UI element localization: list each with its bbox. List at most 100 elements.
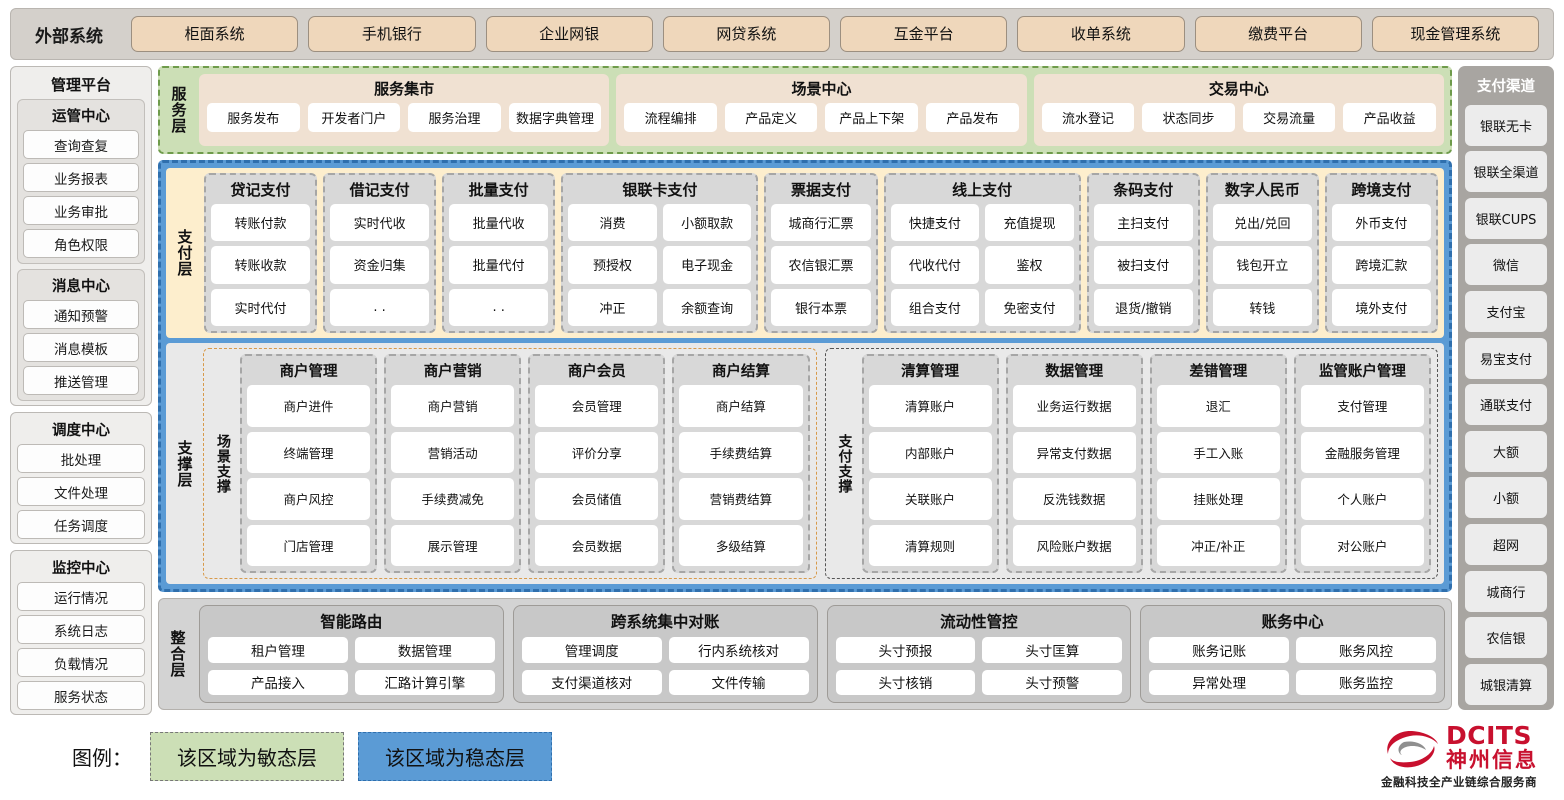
payment-item[interactable]: 实时代付 [211, 288, 311, 326]
payment-item[interactable]: 被扫支付 [1093, 246, 1193, 284]
external-system-chip[interactable]: 手机银行 [308, 16, 476, 52]
integration-item[interactable]: 行内系统核对 [668, 637, 809, 663]
payment-item[interactable]: 主扫支付 [1093, 204, 1193, 242]
service-item[interactable]: 产品上下架 [825, 103, 919, 132]
payment-channel-item[interactable]: 城商行 [1465, 570, 1547, 612]
integration-item[interactable]: 文件传输 [668, 669, 809, 695]
payment-channel-item[interactable]: 超网 [1465, 523, 1547, 566]
payment-item[interactable]: 农信银汇票 [771, 246, 871, 284]
payment-channel-item[interactable]: 城银清算 [1465, 663, 1547, 705]
support-item[interactable]: 对公账户 [1300, 524, 1424, 566]
support-item[interactable]: 会员数据 [535, 524, 659, 566]
integration-item[interactable]: 汇路计算引擎 [354, 669, 495, 695]
management-item[interactable]: 推送管理 [23, 366, 139, 395]
support-item[interactable]: 手续费结算 [679, 431, 803, 473]
management-item[interactable]: 运行情况 [17, 582, 145, 611]
payment-item[interactable]: 外币支付 [1331, 204, 1431, 242]
service-item[interactable]: 服务发布 [207, 103, 300, 132]
service-item[interactable]: 状态同步 [1142, 103, 1235, 132]
integration-item[interactable]: 头寸预警 [982, 669, 1123, 695]
payment-item[interactable]: . . [330, 288, 430, 326]
external-system-chip[interactable]: 柜面系统 [131, 16, 299, 52]
support-item[interactable]: 商户结算 [679, 385, 803, 427]
payment-item[interactable]: 充值提现 [985, 204, 1074, 242]
support-item[interactable]: 多级结算 [679, 524, 803, 566]
support-item[interactable]: 个人账户 [1300, 478, 1424, 520]
service-item[interactable]: 产品发布 [926, 103, 1019, 132]
support-item[interactable]: 金融服务管理 [1300, 431, 1424, 473]
integration-item[interactable]: 账务记账 [1149, 637, 1290, 663]
service-item[interactable]: 服务治理 [408, 103, 501, 132]
service-item[interactable]: 开发者门户 [307, 103, 401, 132]
support-item[interactable]: 手续费减免 [391, 478, 515, 520]
payment-item[interactable]: 余额查询 [662, 288, 752, 326]
management-item[interactable]: 查询查复 [23, 130, 139, 159]
management-item[interactable]: 通知预警 [23, 300, 139, 329]
support-item[interactable]: 门店管理 [247, 524, 371, 566]
payment-item[interactable]: 批量代付 [449, 246, 549, 284]
service-item[interactable]: 产品定义 [724, 103, 818, 132]
external-system-chip[interactable]: 网贷系统 [662, 16, 830, 52]
support-item[interactable]: 展示管理 [391, 524, 515, 566]
payment-item[interactable]: 快捷支付 [890, 204, 980, 242]
service-item[interactable]: 流水登记 [1041, 103, 1135, 132]
service-item[interactable]: 流程编排 [624, 103, 717, 132]
service-item[interactable]: 数据字典管理 [508, 103, 602, 132]
integration-item[interactable]: 异常处理 [1149, 669, 1290, 695]
payment-channel-item[interactable]: 银联CUPS [1465, 197, 1547, 239]
payment-item[interactable]: 组合支付 [890, 288, 980, 326]
payment-item[interactable]: 境外支付 [1331, 288, 1431, 326]
payment-channel-item[interactable]: 微信 [1465, 244, 1547, 286]
support-item[interactable]: 冲正/补正 [1156, 524, 1280, 566]
service-item[interactable]: 交易流量 [1242, 103, 1336, 132]
payment-item[interactable]: 免密支付 [985, 288, 1074, 326]
support-item[interactable]: 商户进件 [247, 385, 371, 427]
support-item[interactable]: 商户风控 [247, 478, 371, 520]
support-item[interactable]: 终端管理 [247, 431, 371, 473]
payment-item[interactable]: . . [449, 288, 549, 326]
integration-item[interactable]: 租户管理 [208, 637, 348, 663]
payment-item[interactable]: 实时代收 [330, 204, 430, 242]
support-item[interactable]: 会员管理 [535, 385, 659, 427]
integration-item[interactable]: 支付渠道核对 [521, 669, 662, 695]
support-item[interactable]: 挂账处理 [1156, 478, 1280, 520]
payment-channel-item[interactable]: 银联全渠道 [1465, 151, 1547, 193]
payment-item[interactable]: 消费 [568, 204, 657, 242]
payment-channel-item[interactable]: 支付宝 [1465, 290, 1547, 333]
payment-item[interactable]: 预授权 [568, 246, 657, 284]
integration-item[interactable]: 账务风控 [1296, 637, 1436, 663]
payment-item[interactable]: 转账付款 [211, 204, 311, 242]
support-item[interactable]: 清算账户 [868, 385, 992, 427]
payment-item[interactable]: 鉴权 [985, 246, 1074, 284]
support-item[interactable]: 异常支付数据 [1012, 431, 1136, 473]
management-item[interactable]: 文件处理 [17, 477, 145, 506]
external-system-chip[interactable]: 收单系统 [1017, 16, 1185, 52]
payment-item[interactable]: 批量代收 [449, 204, 549, 242]
support-item[interactable]: 关联账户 [868, 478, 992, 520]
payment-item[interactable]: 小额取款 [662, 204, 752, 242]
payment-item[interactable]: 转账收款 [211, 246, 311, 284]
payment-channel-item[interactable]: 小额 [1465, 477, 1547, 519]
management-item[interactable]: 任务调度 [17, 510, 145, 539]
integration-item[interactable]: 数据管理 [354, 637, 495, 663]
payment-item[interactable]: 跨境汇款 [1331, 246, 1431, 284]
management-item[interactable]: 服务状态 [17, 681, 145, 710]
support-item[interactable]: 反洗钱数据 [1012, 478, 1136, 520]
payment-item[interactable]: 资金归集 [330, 246, 430, 284]
payment-item[interactable]: 钱包开立 [1212, 246, 1312, 284]
payment-item[interactable]: 冲正 [568, 288, 657, 326]
support-item[interactable]: 清算规则 [868, 524, 992, 566]
payment-channel-item[interactable]: 通联支付 [1465, 384, 1547, 426]
support-item[interactable]: 风险账户数据 [1012, 524, 1136, 566]
support-item[interactable]: 会员储值 [535, 478, 659, 520]
support-item[interactable]: 支付管理 [1300, 385, 1424, 427]
support-item[interactable]: 营销费结算 [679, 478, 803, 520]
external-system-chip[interactable]: 互金平台 [840, 16, 1008, 52]
integration-item[interactable]: 头寸预报 [835, 637, 976, 663]
support-item[interactable]: 营销活动 [391, 431, 515, 473]
management-item[interactable]: 负载情况 [17, 648, 145, 677]
support-item[interactable]: 退汇 [1156, 385, 1280, 427]
service-item[interactable]: 产品收益 [1343, 103, 1436, 132]
integration-item[interactable]: 头寸核销 [835, 669, 976, 695]
payment-channel-item[interactable]: 易宝支付 [1465, 337, 1547, 379]
